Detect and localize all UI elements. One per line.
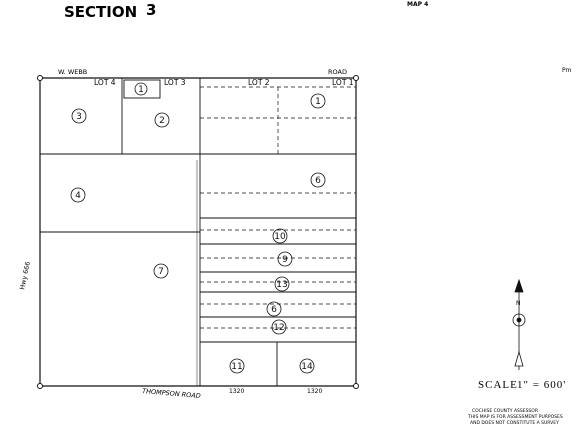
parcel-label: 1: [315, 97, 321, 107]
section-title: SECTION: [64, 3, 137, 21]
bottom-dimension-2: 1320: [307, 388, 322, 395]
parcel-label: 10: [274, 232, 286, 242]
parcel-label: 1: [138, 85, 144, 95]
lot-2-label: LOT 2: [248, 78, 270, 87]
road-label-w-webb: W. WEBB: [58, 68, 87, 76]
scale-value: 1" = 600': [517, 379, 566, 391]
parcel-label: 7: [158, 267, 164, 277]
parcel-number-labels: 1 1 2 3 4 6 7 10 9 13 6 12 11 14: [75, 85, 321, 372]
parcel-label: 6: [271, 305, 277, 315]
parcel-label: 4: [75, 191, 81, 201]
parcel-label: 2: [159, 116, 165, 126]
parcel-label: 13: [276, 280, 287, 290]
road-label-hwy: Hwy 666: [18, 261, 32, 291]
assessor-note-line-1: COCHISE COUNTY ASSESSOR: [472, 408, 538, 414]
parcel-label: 9: [282, 255, 288, 265]
parcel-label: 6: [315, 176, 321, 186]
north-arrow: [512, 278, 526, 370]
section-corners: [37, 75, 359, 389]
scale-label: SCALE: [478, 379, 518, 391]
road-label-thompson: THOMPSON ROAD: [142, 387, 201, 400]
lot-1-label: LOT 1: [332, 78, 354, 87]
section-number: 3: [146, 1, 156, 19]
lot-3-label: LOT 3: [164, 78, 186, 87]
assessor-note-line-3: AND DOES NOT CONSTITUTE A SURVEY: [470, 420, 559, 426]
parcel-label: 11: [231, 362, 242, 372]
map-label: MAP 4: [407, 1, 428, 8]
parcel-label: 3: [76, 112, 82, 122]
north-arrow-label: N: [516, 300, 521, 307]
corner-mark: Pm: [562, 67, 572, 74]
road-label-road: ROAD: [328, 68, 347, 76]
parcel-label: 12: [273, 323, 284, 333]
section-boundary: [39, 77, 357, 387]
parcel-numbers: [70, 82, 326, 374]
lot-4-label: LOT 4: [94, 78, 116, 87]
assessor-note-line-2: THIS MAP IS FOR ASSESSMENT PURPOSES: [467, 414, 563, 420]
bottom-dimension-1: 1320: [229, 388, 244, 395]
parcel-lines: [40, 78, 356, 386]
parcel-label: 14: [301, 362, 313, 372]
